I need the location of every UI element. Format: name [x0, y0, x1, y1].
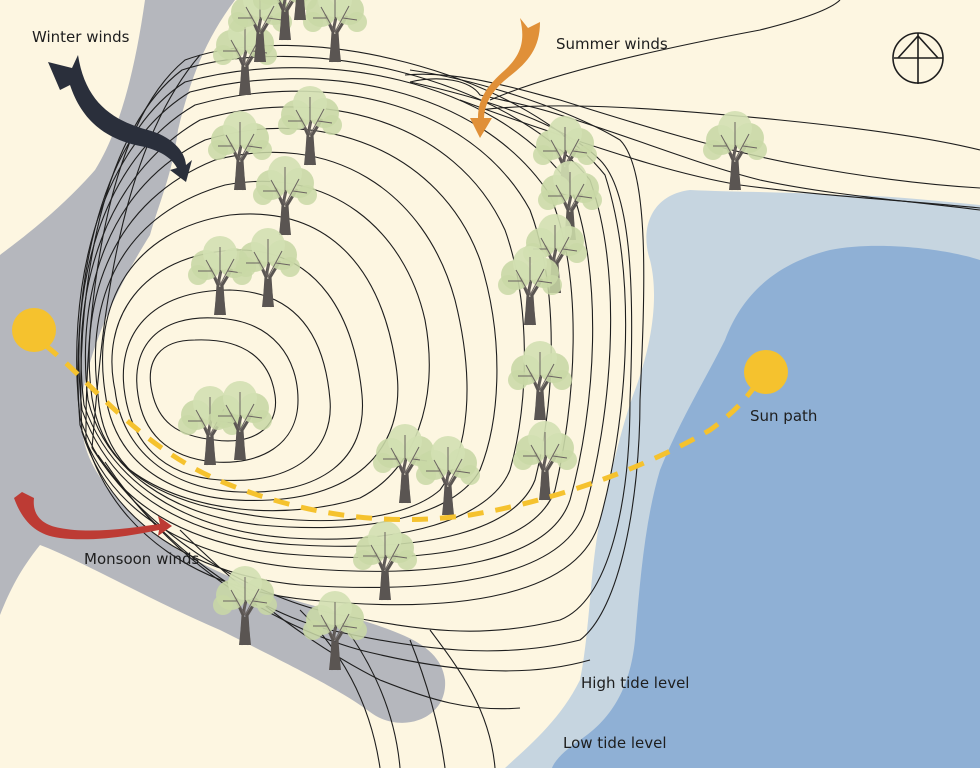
low-tide-water [552, 245, 980, 768]
north-symbol-icon [892, 32, 944, 84]
sun-path-line [43, 343, 763, 523]
low-tide-label: Low tide level [563, 734, 667, 752]
road [0, 0, 446, 723]
summer-winds-label: Summer winds [556, 35, 668, 53]
sun-path-label: Sun path [750, 407, 817, 425]
sun-icon [744, 350, 788, 394]
sun-icon [12, 308, 56, 352]
monsoon-winds-label: Monsoon winds [84, 550, 200, 568]
summer-wind-arrow-icon [470, 18, 540, 138]
high-tide-label: High tide level [581, 674, 689, 692]
winter-winds-label: Winter winds [32, 28, 130, 46]
winter-wind-arrow-icon [48, 55, 192, 182]
monsoon-wind-arrow-icon [14, 492, 172, 540]
